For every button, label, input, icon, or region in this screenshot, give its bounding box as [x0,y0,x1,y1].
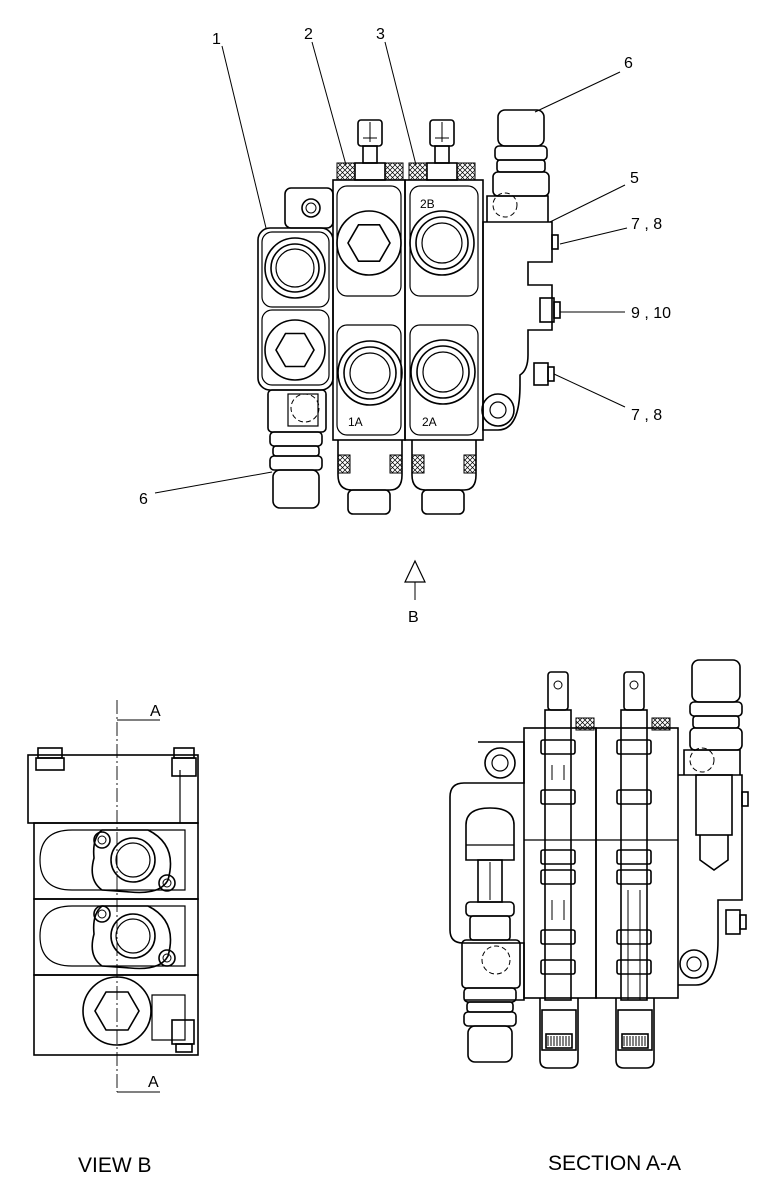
callout-7-8-top: 7 , 8 [631,216,662,233]
front-view: 2B 1A 2A 1 2 3 6 5 7 , 8 9 , 10 7 , 8 6 [139,26,671,515]
callout-5: 5 [630,170,639,187]
inlet-section [257,187,334,391]
port-label-2b: 2B [420,197,435,211]
title-section-a-a: SECTION A-A [548,1152,681,1175]
callout-9-10: 9 , 10 [631,305,671,322]
callout-2: 2 [304,26,313,43]
callout-3: 3 [376,26,385,43]
outlet-section [481,109,561,431]
view-arrow-b: B [404,559,426,626]
view-b: A A [27,700,199,1093]
spool-section-1 [332,119,406,515]
section-marker-bottom: A [148,1074,159,1091]
callout-6-bottom: 6 [139,491,148,508]
section-a-a [449,659,749,1069]
callout-7-8-bottom: 7 , 8 [631,407,662,424]
port-label-2a: 2A [422,415,437,429]
port-label-1a: 1A [348,415,363,429]
callout-1: 1 [212,31,221,48]
spool-section-2 [404,119,484,515]
fitting-6-bottom [267,389,327,509]
callout-6-top: 6 [624,55,633,72]
leader-lines [154,41,628,494]
section-marker-top: A [150,703,161,720]
view-arrow-label: B [408,609,419,626]
title-view-b: VIEW B [78,1154,152,1177]
